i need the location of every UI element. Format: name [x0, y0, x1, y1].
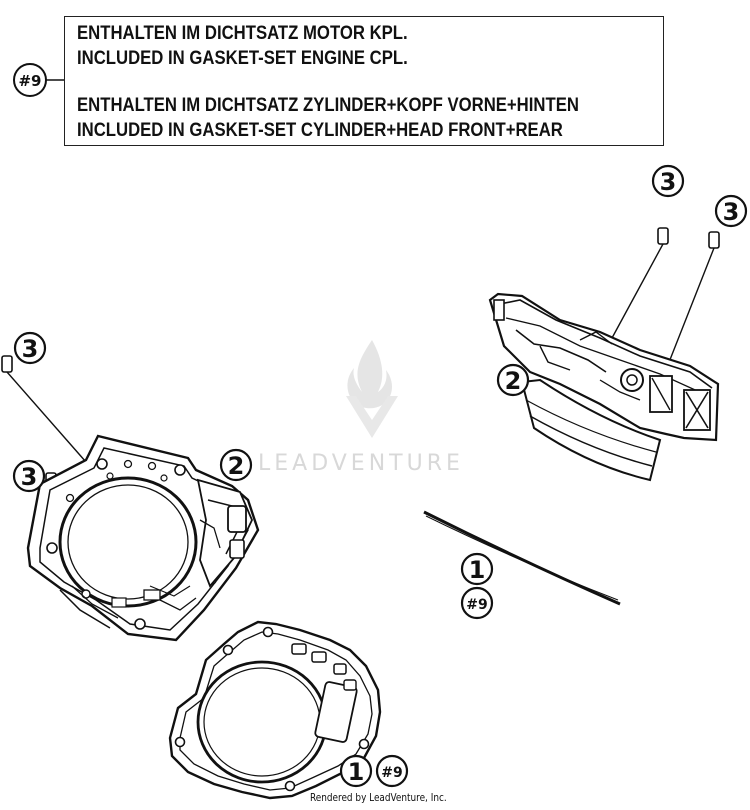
svg-text:3: 3	[21, 463, 38, 491]
legend-line-en-engine: INCLUDED IN GASKET-SET ENGINE CPL.	[77, 48, 408, 69]
callout-o-ring-tag: #9	[460, 586, 494, 620]
dowel-pin-top-right-a	[611, 227, 669, 339]
base-gasket	[168, 620, 382, 800]
callout-left-cylinder: 2	[219, 448, 253, 482]
watermark-text: LEADVENTURE	[258, 451, 464, 476]
credit-text: Rendered by LeadVenture, Inc.	[310, 791, 447, 804]
svg-text:#9: #9	[381, 765, 402, 781]
svg-text:3: 3	[22, 335, 39, 363]
svg-text:2: 2	[505, 367, 522, 395]
dowel-pin-top-right-b	[661, 231, 720, 381]
legend-tag: #9	[13, 63, 64, 97]
svg-text:2: 2	[228, 452, 245, 480]
callout-top-right-a: 3	[651, 164, 685, 198]
callout-left-pin-top: 3	[13, 331, 47, 365]
callout-gasket-number: 1	[339, 754, 373, 788]
legend-line-de-cylinder: ENTHALTEN IM DICHTSATZ ZYLINDER+KOPF VOR…	[77, 95, 579, 116]
callout-left-pin-mid: 3	[12, 459, 46, 493]
callout-top-right-b: 3	[714, 194, 748, 228]
o-ring	[423, 510, 621, 606]
cylinder-right	[488, 292, 720, 482]
svg-text:3: 3	[723, 198, 740, 226]
callout-gasket-tag: #9	[375, 754, 409, 788]
legend-box: ENTHALTEN IM DICHTSATZ MOTOR KPL. INCLUD…	[64, 16, 664, 146]
dowel-pin-left-top	[1, 355, 87, 463]
legend-line-de-engine: ENTHALTEN IM DICHTSATZ MOTOR KPL.	[77, 23, 408, 44]
svg-text:1: 1	[348, 758, 365, 786]
callout-right-cylinder: 2	[496, 363, 530, 397]
watermark-logo	[346, 340, 398, 438]
callout-o-ring-number: 1	[460, 552, 494, 586]
legend-tag-text: #9	[18, 72, 41, 90]
cylinder-left	[26, 434, 260, 642]
legend-line-en-cylinder: INCLUDED IN GASKET-SET CYLINDER+HEAD FRO…	[77, 120, 563, 141]
svg-text:#9: #9	[466, 597, 487, 613]
svg-text:1: 1	[469, 556, 486, 584]
svg-text:3: 3	[660, 168, 677, 196]
